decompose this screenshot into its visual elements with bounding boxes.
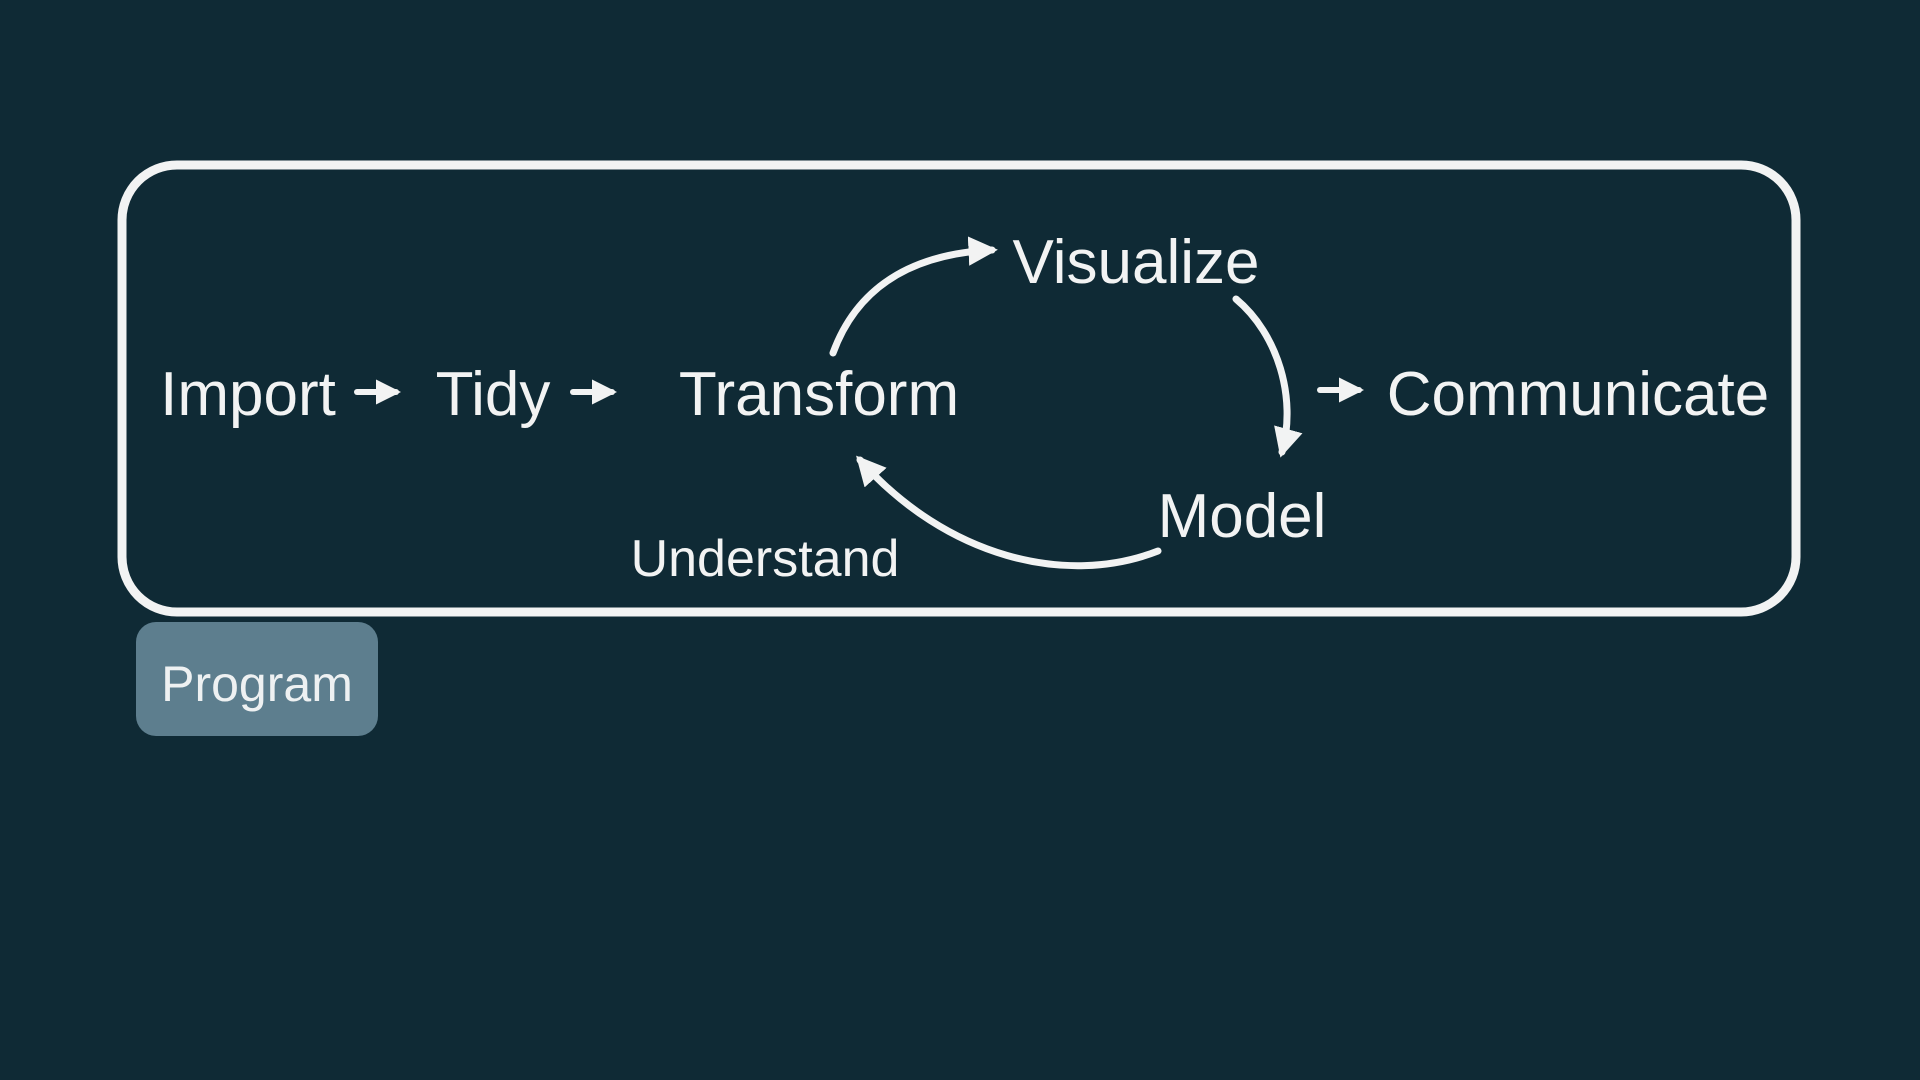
workflow-box-outline: [117, 160, 1801, 617]
node-visualize-label: Visualize: [1012, 228, 1259, 297]
program-badge: [136, 622, 378, 736]
node-import-label: Import: [160, 360, 336, 429]
node-model-label: Model: [1158, 482, 1327, 551]
node-transform-label: Transform: [679, 360, 959, 429]
cycle-arc-visualize-to-model: [1232, 295, 1303, 458]
cycle-understand-label: Understand: [631, 530, 900, 588]
program-badge-label: Program: [161, 656, 353, 712]
cycle-arc-transform-to-visualize: [829, 236, 998, 357]
cycle-arc-model-to-transform: [856, 455, 1162, 570]
node-tidy-label: Tidy: [436, 360, 551, 429]
node-communicate-label: Communicate: [1387, 360, 1769, 429]
